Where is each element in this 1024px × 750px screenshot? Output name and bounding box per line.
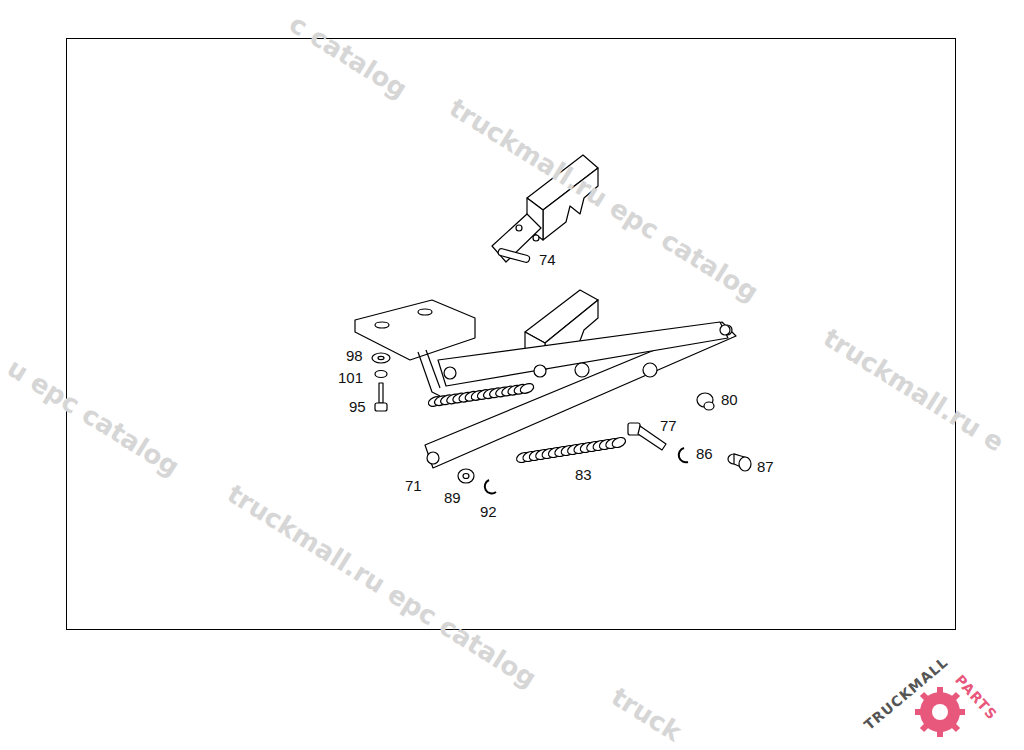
callout-number: 74 (539, 252, 556, 267)
callout-number: 98 (346, 348, 363, 363)
frame (67, 39, 956, 630)
watermark: u epc catalog (3, 354, 183, 480)
callout-number: 101 (338, 370, 363, 385)
callout-number: 95 (349, 399, 366, 414)
callout-number: 86 (696, 446, 713, 461)
spring-coil (519, 382, 535, 395)
callout-number: 80 (721, 392, 738, 407)
callout-number: 92 (480, 504, 497, 519)
callout-number: 87 (757, 459, 774, 474)
logo-text: PARTS (953, 672, 1000, 722)
callout-number: 77 (660, 418, 677, 433)
logo-gear (915, 687, 965, 737)
logo-text: TRUCKMALL (862, 655, 951, 733)
watermark: truck (607, 683, 686, 746)
callout-number: 71 (405, 478, 422, 493)
callout-number: 83 (575, 467, 592, 482)
watermark: c catalog (285, 10, 411, 102)
hinge-drawing (355, 155, 751, 493)
watermark: truckmall.ru epc catalog (445, 94, 763, 306)
spring-coil (611, 436, 627, 450)
callout-number: 89 (444, 490, 461, 505)
watermark: truckmall.ru e (819, 324, 1008, 456)
spring-drawing (427, 382, 627, 465)
